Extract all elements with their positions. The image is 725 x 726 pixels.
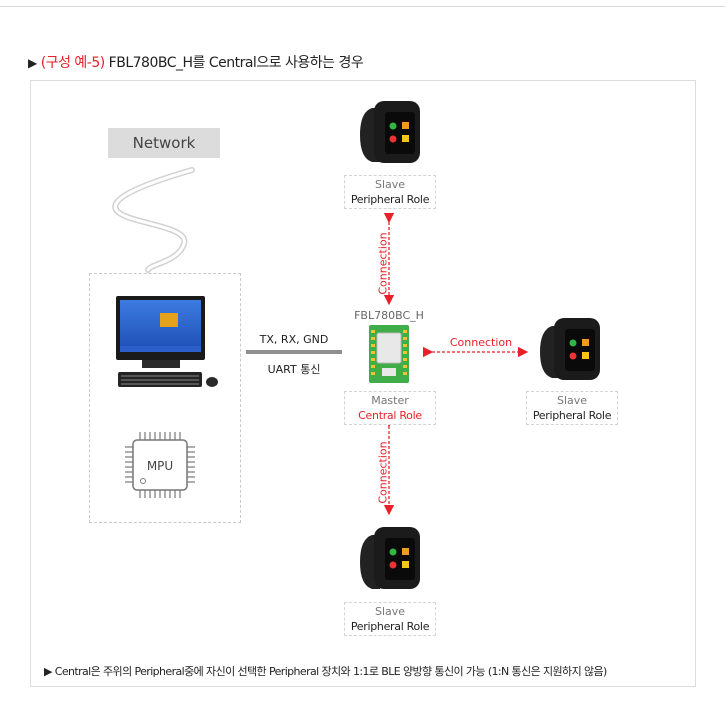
network-label: Network xyxy=(108,128,220,158)
fbl780bc-board-icon xyxy=(369,325,409,383)
uart-signals-label: TX, RX, GND xyxy=(259,333,329,346)
title-marker: ▶ xyxy=(28,56,37,70)
top-divider xyxy=(0,6,725,7)
footer-note: ▶ Central은 주위의 Peripheral중에 자신이 선택한 Peri… xyxy=(44,665,607,678)
smartwatch-top-icon xyxy=(360,101,420,163)
connection-label-bottom: Connection xyxy=(376,441,390,504)
slave-bottom-role-box: Slave Peripheral Role xyxy=(344,602,436,636)
slave-bottom-role-name: Peripheral Role xyxy=(350,620,430,633)
mpu-label: MPU xyxy=(146,459,174,473)
connection-label-top: Connection xyxy=(376,232,390,295)
host-system-box xyxy=(89,273,241,523)
smartwatch-right-icon xyxy=(540,318,600,380)
title-example-tag: (구성 예-5) xyxy=(40,55,105,71)
master-role-type: Master xyxy=(371,394,409,407)
connection-label-right: Connection xyxy=(449,336,513,349)
slave-bottom-role-type: Slave xyxy=(374,605,406,618)
module-name-label: FBL780BC_H xyxy=(354,309,424,322)
slave-right-role-name: Peripheral Role xyxy=(532,409,612,422)
title-text: FBL780BC_H를 Central으로 사용하는 경우 xyxy=(108,55,364,71)
smartwatch-bottom-icon xyxy=(360,527,420,589)
diagram-panel xyxy=(30,80,696,687)
slave-top-role-box: Slave Peripheral Role xyxy=(344,175,436,209)
page-title: ▶(구성 예-5) FBL780BC_H를 Central으로 사용하는 경우 xyxy=(28,52,364,72)
mpu-chip-icon xyxy=(125,432,195,498)
master-role-box: Master Central Role xyxy=(344,391,436,425)
slave-top-role-name: Peripheral Role xyxy=(350,193,430,206)
uart-comm-label: UART 통신 xyxy=(267,363,321,376)
uart-line xyxy=(246,350,342,354)
master-role-name: Central Role xyxy=(358,409,422,422)
slave-top-role-type: Slave xyxy=(374,178,406,191)
slave-right-role-type: Slave xyxy=(556,394,588,407)
slave-right-role-box: Slave Peripheral Role xyxy=(526,391,618,425)
computer-icon xyxy=(116,296,218,387)
network-cable xyxy=(112,167,195,273)
